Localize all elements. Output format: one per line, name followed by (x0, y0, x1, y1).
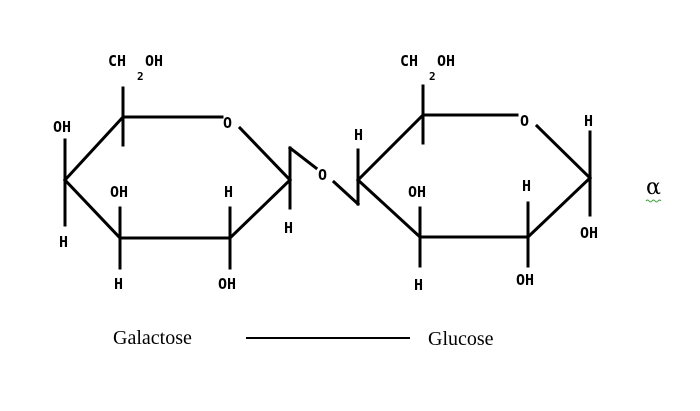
glucose-name: Glucose (428, 328, 494, 350)
glycosidic-linkage: O (287, 145, 361, 207)
gal-ch2oh-oh-label: OH (145, 52, 163, 70)
gal-c2-oh-label: OH (218, 275, 236, 293)
gal-c1-h-label: H (284, 219, 293, 237)
glc-bond-c4-c5 (355, 112, 426, 183)
gal-c2-h-label: H (224, 183, 233, 201)
alpha-anomer-symbol: α (646, 175, 661, 200)
glc-c1-h-label: H (584, 112, 593, 130)
glc-c3-oh-label: OH (408, 183, 426, 201)
gal-c3-oh-label: OH (110, 183, 128, 201)
glc-ch2oh-oh-label: OH (437, 52, 455, 70)
linkage-oxygen: O (318, 166, 327, 184)
gal-ch2-subscript: 2 (137, 70, 144, 83)
glc-c2-oh-label: OH (516, 271, 534, 289)
glc-c1-oh-label: OH (580, 224, 598, 242)
gal-bond-c4-c3 (62, 177, 123, 241)
gal-ch-label: CH (108, 52, 126, 70)
glc-c3-h-label: H (414, 276, 423, 294)
glc-ch2-subscript: 2 (429, 70, 436, 83)
gal-bond-o-c1 (237, 125, 293, 183)
gal-c4-oh-label: OH (53, 118, 71, 136)
glc-ring-oxygen: O (520, 112, 529, 130)
gal-ring-oxygen: O (223, 114, 232, 132)
glucose-ring: CH 2 OH O H OH H H OH H OH (354, 52, 598, 294)
glc-bond-o-c1 (534, 123, 593, 181)
gal-bond-c2-c1 (227, 177, 293, 241)
glc-c4-h-label: H (354, 126, 363, 144)
gal-bond-c5-c4 (62, 114, 126, 183)
link-bond-to-o (287, 145, 319, 171)
alpha-squiggle-underline (645, 199, 662, 203)
glc-bond-c4-c3 (355, 177, 423, 240)
gal-c3-h-label: H (114, 275, 123, 293)
link-bond-from-o (331, 179, 361, 207)
glc-c2-h-label: H (522, 177, 531, 195)
gal-c4-h-label: H (59, 233, 68, 251)
glc-bond-c2-c1 (525, 175, 593, 240)
glc-ch-label: CH (400, 52, 418, 70)
galactose-ring: CH 2 OH O OH H OH H H OH H (53, 52, 293, 293)
galactose-name: Galactose (113, 327, 192, 349)
